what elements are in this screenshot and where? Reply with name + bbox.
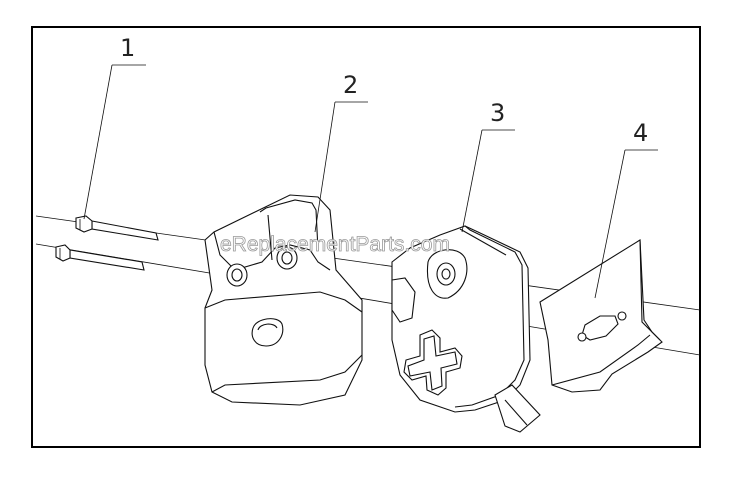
part-4-heat-shield <box>539 239 663 393</box>
watermark-text: eReplacementParts.com <box>220 233 450 256</box>
callout-4: 4 <box>633 119 648 147</box>
part-3-muffler-body <box>391 225 541 433</box>
part-2-muffler-cover <box>204 194 363 406</box>
leader-lines <box>83 64 658 299</box>
callout-1: 1 <box>120 34 135 62</box>
part-1-screws <box>55 215 159 271</box>
callout-2: 2 <box>343 71 358 99</box>
callout-3: 3 <box>490 99 505 127</box>
